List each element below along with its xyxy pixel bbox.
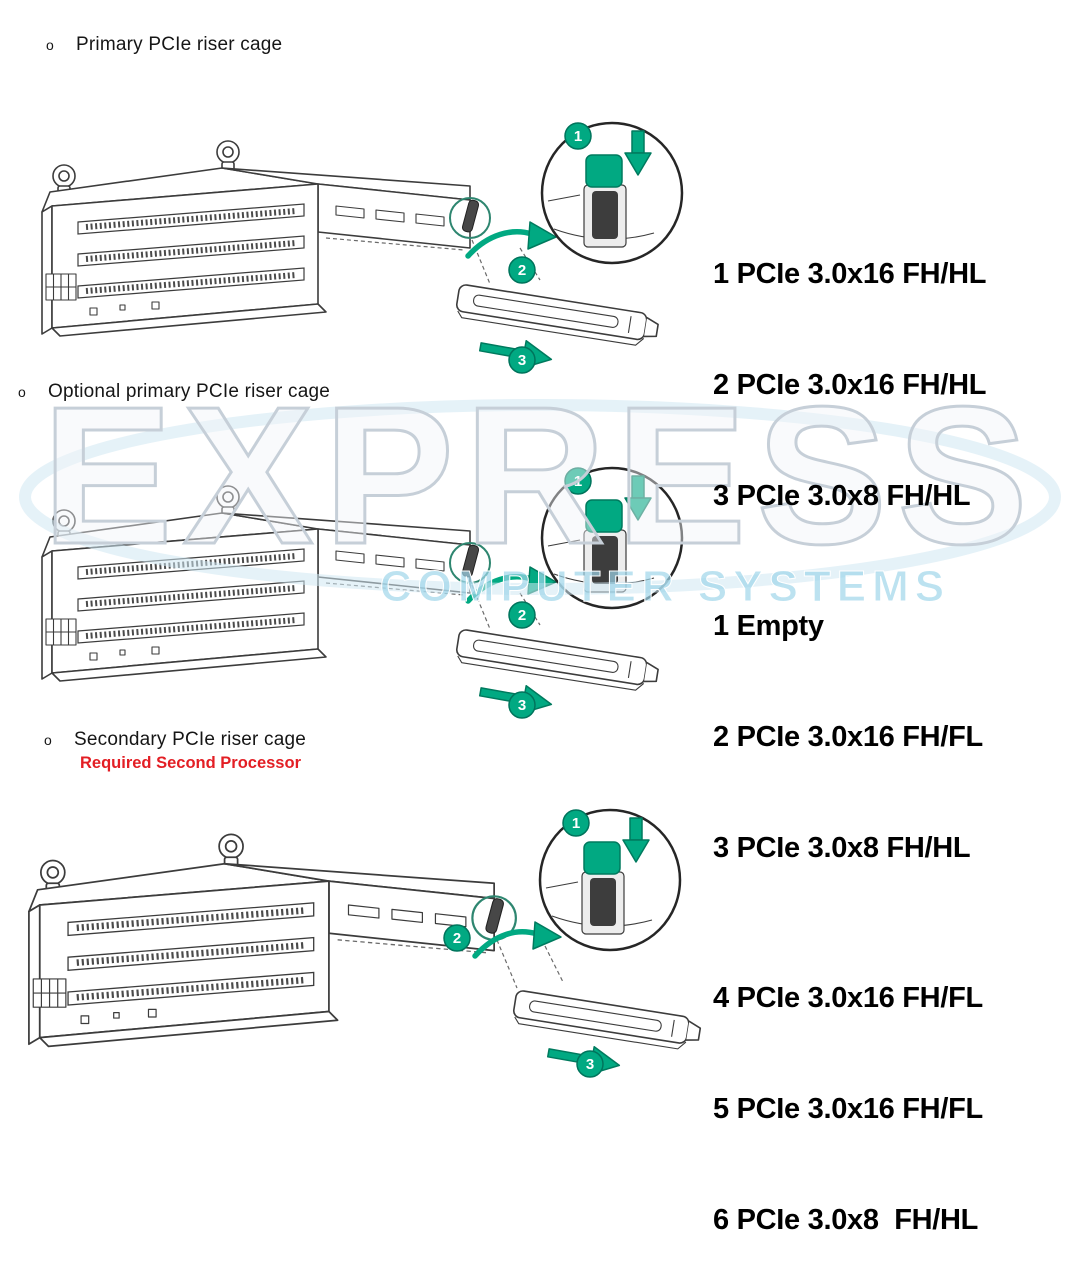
optional-primary-riser-diagram: 2 3 1	[20, 466, 684, 719]
callout-2-badge: 2	[443, 924, 471, 952]
callout-2-number: 2	[518, 607, 526, 624]
callout-1-badge: 1	[564, 122, 592, 150]
riser-cage	[42, 141, 490, 336]
rotate-arrow-icon	[465, 566, 557, 604]
rotate-arrow-icon	[472, 921, 562, 959]
callout-3-badge: 3	[508, 346, 536, 374]
section-title-primary: Primary PCIe riser cage	[76, 34, 283, 55]
callout-1-number: 1	[572, 815, 580, 832]
alignment-dash	[519, 247, 541, 281]
rotate-arrow-icon	[465, 221, 557, 259]
callout-3-badge: 3	[576, 1050, 604, 1078]
callout-1-badge: 1	[562, 809, 590, 837]
slot-label: 2 PCIe 3.0x16 FH/HL	[713, 369, 987, 401]
callout-3-number: 3	[518, 697, 526, 714]
slot-label: 1 PCIe 3.0x16 FH/HL	[713, 258, 987, 290]
callout-3-number: 3	[518, 352, 526, 369]
blank-bracket	[455, 629, 659, 691]
slot-labels-optional-primary: 1 Empty 2 PCIe 3.0x16 FH/FL 3 PCIe 3.0x8…	[713, 534, 983, 904]
list-bullet: o	[46, 37, 54, 53]
list-bullet: o	[44, 732, 52, 748]
slot-labels-primary: 1 PCIe 3.0x16 FH/HL 2 PCIe 3.0x16 FH/HL …	[713, 182, 986, 552]
callout-1-number: 1	[574, 473, 582, 490]
callout-2-badge: 2	[508, 601, 536, 629]
press-down-arrow-icon	[624, 130, 652, 176]
slot-label: 3 PCIe 3.0x8 FH/HL	[713, 480, 971, 512]
section-heading-secondary: o Secondary PCIe riser cage	[44, 729, 306, 751]
slot-label: 3 PCIe 3.0x8 FH/HL	[713, 832, 971, 864]
slot-label: 5 PCIe 3.0x16 FH/FL	[713, 1093, 983, 1125]
blank-bracket	[512, 990, 702, 1050]
section-title-optional-primary: Optional primary PCIe riser cage	[48, 381, 331, 402]
callout-3-number: 3	[586, 1056, 594, 1073]
required-second-processor-note: Required Second Processor	[80, 754, 301, 772]
list-bullet: o	[18, 384, 26, 400]
alignment-dash	[496, 939, 518, 989]
callout-2-badge: 2	[508, 256, 536, 284]
callout-1-badge: 1	[564, 467, 592, 495]
latch-zoom-detail	[538, 808, 682, 952]
alignment-dash	[519, 592, 541, 626]
primary-riser-diagram: 2 3 1	[20, 121, 684, 374]
section-heading-optional-primary: o Optional primary PCIe riser cage	[18, 381, 330, 403]
callout-3-badge: 3	[508, 691, 536, 719]
slot-label: 6 PCIe 3.0x8 FH/HL	[713, 1204, 979, 1236]
press-down-arrow-icon	[622, 817, 650, 863]
alignment-dash	[544, 945, 564, 983]
callout-2-number: 2	[453, 930, 461, 947]
section-heading-primary: o Primary PCIe riser cage	[46, 34, 282, 56]
latch-zoom-detail	[540, 121, 684, 265]
riser-cage	[29, 834, 516, 1046]
latch-zoom-detail	[540, 466, 684, 610]
secondary-riser-diagram: 2 3 1	[5, 808, 702, 1078]
slot-label: 2 PCIe 3.0x16 FH/FL	[713, 721, 983, 753]
slot-label: 4 PCIe 3.0x16 FH/FL	[713, 982, 983, 1014]
slot-label: 1 Empty	[713, 610, 824, 642]
page: { "colors": { "accent_green": "#01A982",…	[5, 34, 1061, 1236]
slot-labels-secondary: 4 PCIe 3.0x16 FH/FL 5 PCIe 3.0x16 FH/FL …	[713, 906, 983, 1276]
callout-1-number: 1	[574, 128, 582, 145]
section-title-secondary: Secondary PCIe riser cage	[74, 729, 307, 750]
blank-bracket	[455, 284, 659, 346]
callout-2-number: 2	[518, 262, 526, 279]
riser-cage	[42, 486, 490, 681]
